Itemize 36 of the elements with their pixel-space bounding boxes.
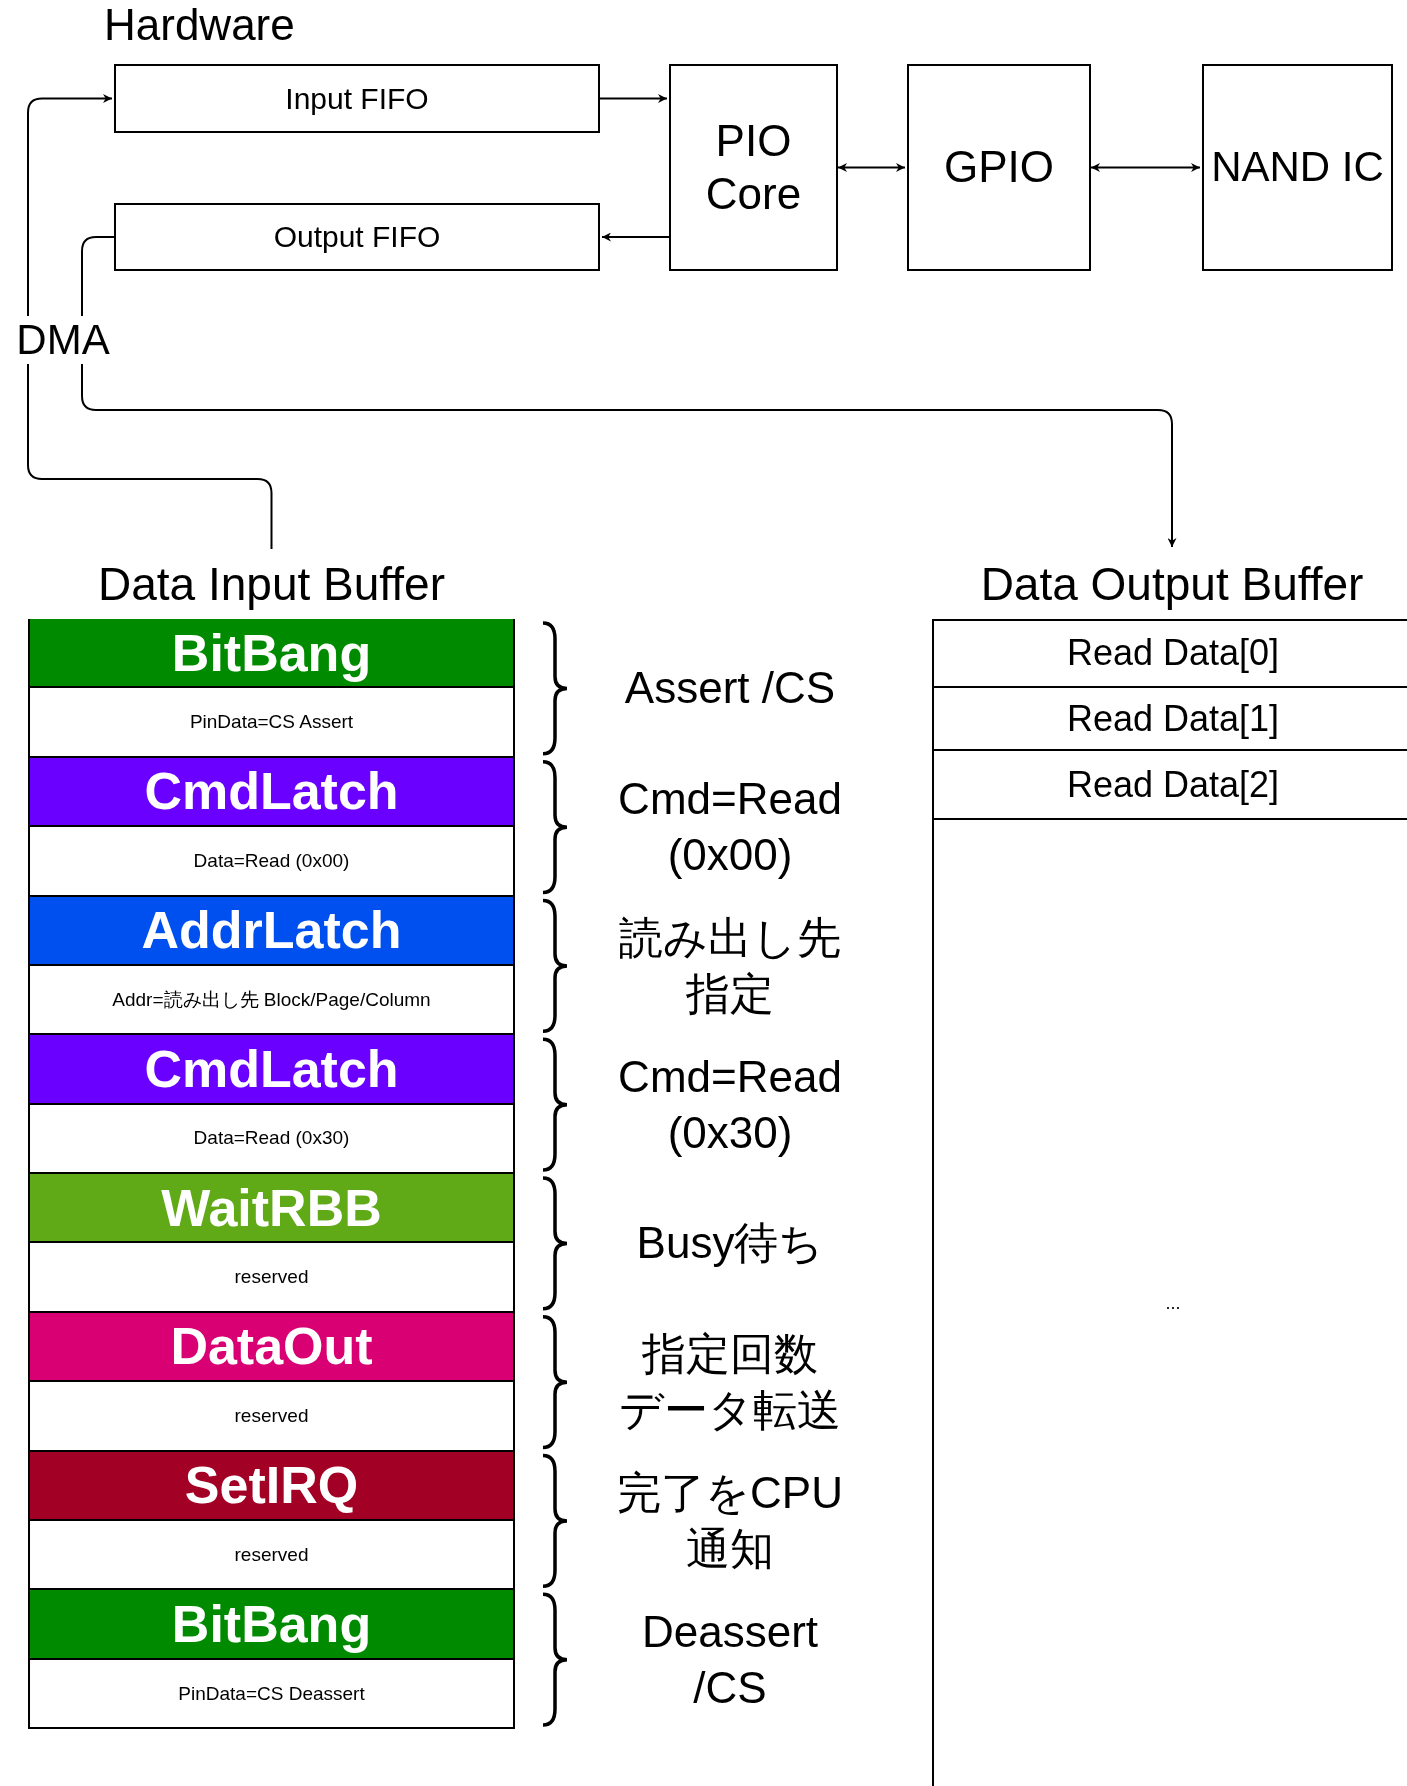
process-box: NAND IC (1202, 64, 1393, 271)
data-row: Read Data[1] (934, 688, 1407, 751)
instruction-row: SetIRQ (30, 1451, 513, 1521)
instruction-row: DataOut (30, 1312, 513, 1383)
buffer-heading: Data Input Buffer (97, 557, 446, 612)
instruction-row: CmdLatch (30, 1035, 513, 1105)
process-box: GPIO (907, 64, 1091, 271)
ellipsis-text: ... (934, 820, 1407, 1786)
instruction-row: BitBang (30, 1590, 513, 1660)
edge-label: DMA (16, 316, 110, 364)
arrow (1090, 163, 1201, 172)
section-heading: Hardware (104, 0, 295, 50)
instruction-row: BitBang (30, 619, 513, 689)
data-row: Read Data[0] (934, 619, 1407, 688)
instruction-row: WaitRBB (30, 1174, 513, 1244)
arrow (599, 94, 668, 103)
step-note: Cmd=Read (0x30) (617, 1050, 843, 1159)
parameter-row: PinData=CS Deassert (30, 1659, 513, 1729)
step-note: Deassert /CS (640, 1605, 820, 1714)
step-note: 完了をCPU通知 (616, 1466, 844, 1575)
buffer-heading: Data Output Buffer (979, 557, 1365, 612)
data-row: Read Data[2] (934, 751, 1407, 820)
step-note: 読み出し先指定 (618, 911, 842, 1020)
arrow (837, 163, 906, 172)
arrow (601, 232, 670, 242)
step-note: Busy待ち (635, 1217, 825, 1270)
step-note: 指定回数データ転送 (618, 1328, 842, 1437)
arrow (81, 236, 1177, 548)
arrow (27, 94, 273, 550)
process-box: Output FIFO (114, 203, 600, 271)
instruction-row: AddrLatch (30, 896, 513, 966)
process-box: Input FIFO (114, 64, 600, 133)
step-note: Cmd=Read (0x00) (617, 773, 843, 882)
instruction-row: CmdLatch (30, 757, 513, 828)
step-note: Assert /CS (623, 662, 837, 715)
process-box: PIO Core (669, 64, 838, 271)
